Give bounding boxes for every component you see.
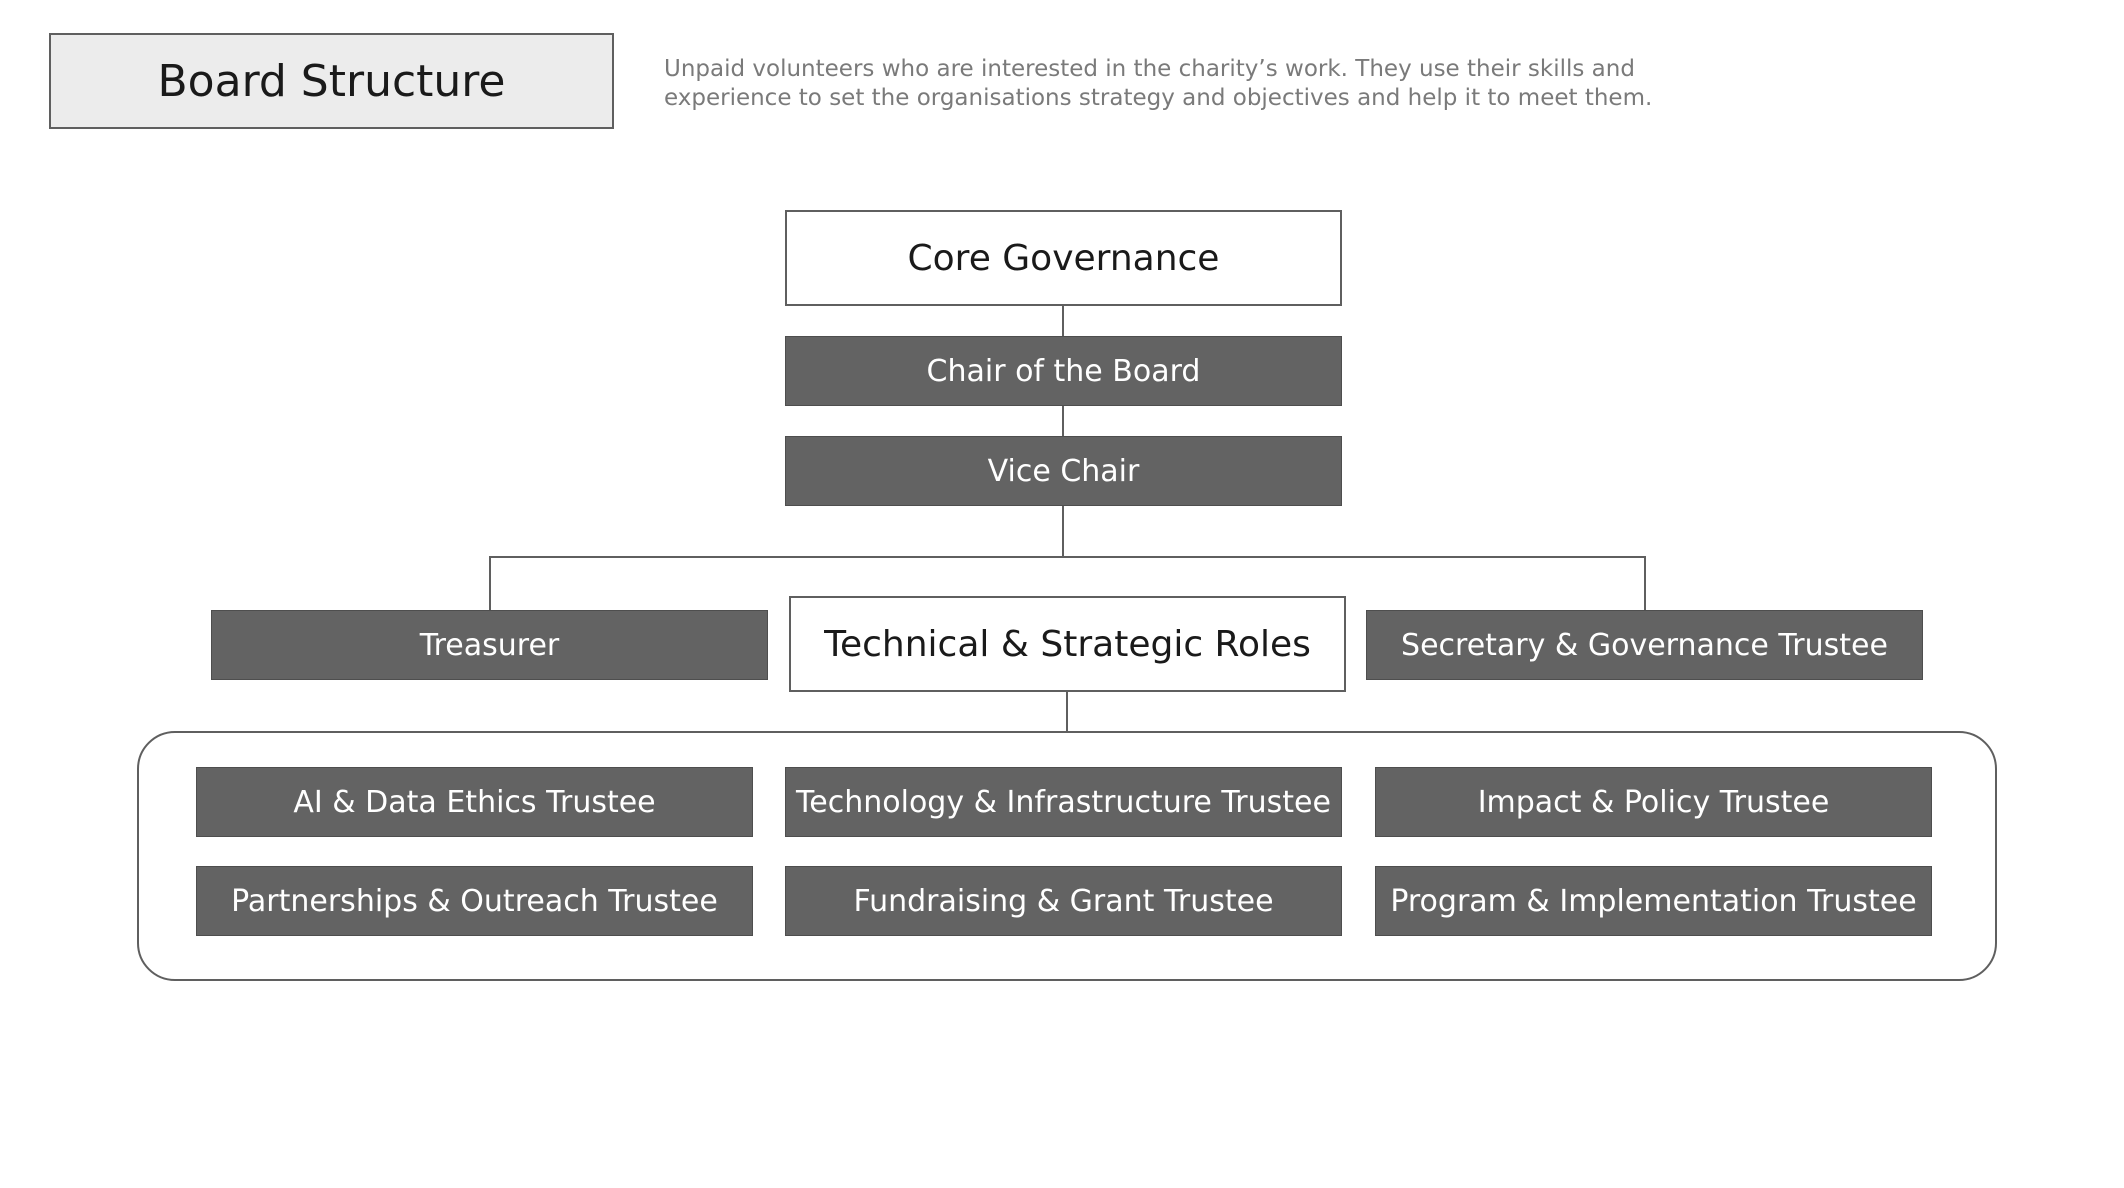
role-program-implementation-trustee: Program & Implementation Trustee [1375, 866, 1932, 936]
role-technology-infrastructure-trustee: Technology & Infrastructure Trustee [785, 767, 1342, 837]
connector-vice-to-branch [1062, 506, 1064, 557]
role-impact-policy-trustee: Impact & Policy Trustee [1375, 767, 1932, 837]
connector-technical-to-group [1066, 692, 1068, 732]
role-fundraising-grant-trustee: Fundraising & Grant Trustee [785, 866, 1342, 936]
description-line-1: Unpaid volunteers who are interested in … [664, 56, 1635, 82]
vice-chair-box: Vice Chair [785, 436, 1342, 506]
connector-chair-to-vice [1062, 406, 1064, 436]
treasurer-box: Treasurer [211, 610, 768, 680]
connector-branch-to-secretary [1644, 556, 1646, 610]
chair-of-the-board-box: Chair of the Board [785, 336, 1342, 406]
page-title: Board Structure [49, 33, 614, 129]
role-ai-data-ethics-trustee: AI & Data Ethics Trustee [196, 767, 753, 837]
connector-core-to-chair [1062, 306, 1064, 336]
role-partnerships-outreach-trustee: Partnerships & Outreach Trustee [196, 866, 753, 936]
connector-branch-to-treasurer [489, 556, 491, 610]
description-line-2: experience to set the organisations stra… [664, 85, 1653, 111]
page-description: Unpaid volunteers who are interested in … [664, 55, 1653, 113]
core-governance-heading: Core Governance [785, 210, 1342, 306]
technical-strategic-roles-heading: Technical & Strategic Roles [789, 596, 1346, 692]
technical-roles-group [137, 731, 1997, 981]
secretary-governance-trustee-box: Secretary & Governance Trustee [1366, 610, 1923, 680]
connector-branch-horizontal [489, 556, 1646, 558]
